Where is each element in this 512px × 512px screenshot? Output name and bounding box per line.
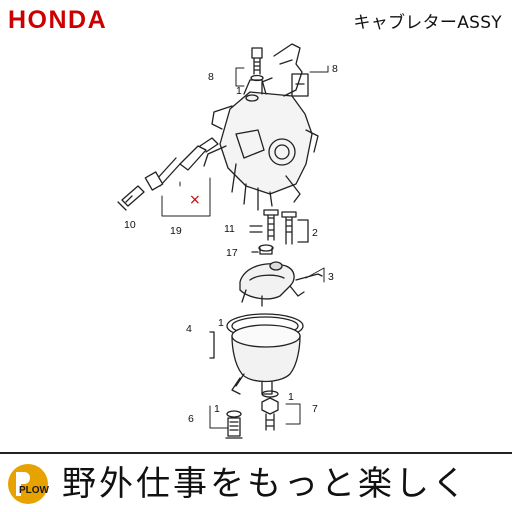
drain-screw [225,410,243,439]
callout-1d: 1 [288,391,294,403]
callout-1a: 1 [236,85,242,97]
callout-1c: 1 [214,403,220,415]
callout-1b: 1 [218,317,224,329]
svg-text:PLOW: PLOW [19,485,50,496]
float [239,261,323,307]
callout-17: 17 [226,247,238,259]
page-title: キャブレターASSY [353,13,502,33]
leader-lines-bottom [209,403,301,429]
callouts: 8 1 8 10 19 11 2 17 3 4 1 6 1 1 7 × [124,63,338,425]
callout-6: 6 [188,413,194,425]
slogan: 野外仕事をもっと楽しく [62,464,469,504]
svg-text:HONDA: HONDA [8,6,107,32]
plow-logo: PLOW [8,464,50,504]
callout-8b: 8 [332,63,338,75]
callout-10: 10 [124,219,136,231]
bowl-bolt [261,390,279,431]
screw-part-10 [117,185,145,211]
float-bowl [209,313,304,395]
footer-divider [0,452,512,454]
leader-lines-left [161,65,329,217]
honda-logo: HONDA [8,6,107,32]
callout-11: 11 [224,223,235,235]
top-screw [245,47,264,102]
callout-2: 2 [312,227,318,239]
carburetor-body [203,77,319,211]
callout-3: 3 [328,271,334,283]
callout-4: 4 [186,323,192,335]
callout-19: 19 [170,225,182,237]
x-marker: × [189,192,201,208]
footer: PLOW 野外仕事をもっと楽しく [0,452,512,512]
callout-7: 7 [312,403,318,415]
callout-8a: 8 [208,71,214,83]
throttle-bracket [273,43,309,97]
main-jet-group [249,209,309,255]
float-leader [305,267,325,283]
pilot-screw-assembly [144,137,219,191]
carburetor-exploded-diagram: 8 1 8 10 19 11 2 17 3 4 1 6 1 1 7 × [117,43,338,439]
